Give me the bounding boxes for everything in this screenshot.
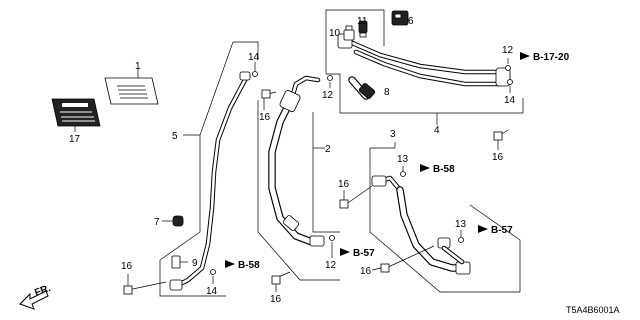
callout-16c: 16 [270, 294, 282, 305]
ref-b-17-20: B-17-20 [533, 52, 570, 63]
callout-7: 7 [154, 217, 160, 228]
callout-13b: 13 [455, 219, 467, 230]
callout-numbers: 1 2 3 4 5 6 7 8 9 10 11 12 12 12 13 13 1… [69, 16, 516, 305]
callout-14a: 14 [248, 52, 260, 63]
fr-label: FR. [33, 283, 52, 299]
o-rings [210, 58, 513, 284]
label-plates [51, 68, 159, 132]
reference-pointers [225, 52, 530, 268]
callout-4: 4 [434, 125, 440, 136]
callout-2: 2 [325, 144, 331, 155]
callout-14c: 14 [206, 286, 218, 297]
front-direction-arrow [19, 290, 49, 310]
ref-b-57-center: B-57 [353, 248, 375, 259]
callout-16b: 16 [121, 261, 133, 272]
callout-16f: 16 [492, 152, 504, 163]
discharge-pipe [169, 71, 251, 291]
ref-b-58-bottom: B-58 [238, 260, 260, 271]
callout-3: 3 [390, 129, 396, 140]
small-parts [343, 10, 409, 100]
callout-1: 1 [135, 61, 141, 72]
group-frames [159, 9, 524, 297]
callout-12a: 12 [322, 90, 334, 101]
callout-8: 8 [384, 87, 390, 98]
callout-16d: 16 [338, 179, 350, 190]
callout-16e: 16 [360, 266, 372, 277]
bolts [123, 89, 509, 295]
callout-5: 5 [172, 131, 178, 142]
callout-12c: 12 [325, 260, 337, 271]
callout-13a: 13 [397, 154, 409, 165]
liquid-hose [371, 175, 471, 275]
callout-14b: 14 [504, 95, 516, 106]
callout-12b: 12 [502, 45, 514, 56]
callout-17: 17 [69, 134, 81, 145]
callout-10: 10 [329, 28, 341, 39]
callout-6: 6 [408, 16, 414, 27]
callout-11: 11 [357, 16, 368, 27]
ref-b-58-top: B-58 [433, 164, 455, 175]
ref-b-57-right: B-57 [491, 225, 513, 236]
suction-hose [268, 75, 325, 247]
diagram-code: T5A4B6001A [566, 305, 620, 315]
reference-codes: B-17-20 B-58 B-58 B-57 B-57 [238, 52, 570, 271]
receiver-pipe [337, 33, 511, 87]
callout-16a: 16 [259, 112, 271, 123]
clip-and-sensor [162, 215, 188, 269]
callout-9: 9 [192, 258, 198, 269]
